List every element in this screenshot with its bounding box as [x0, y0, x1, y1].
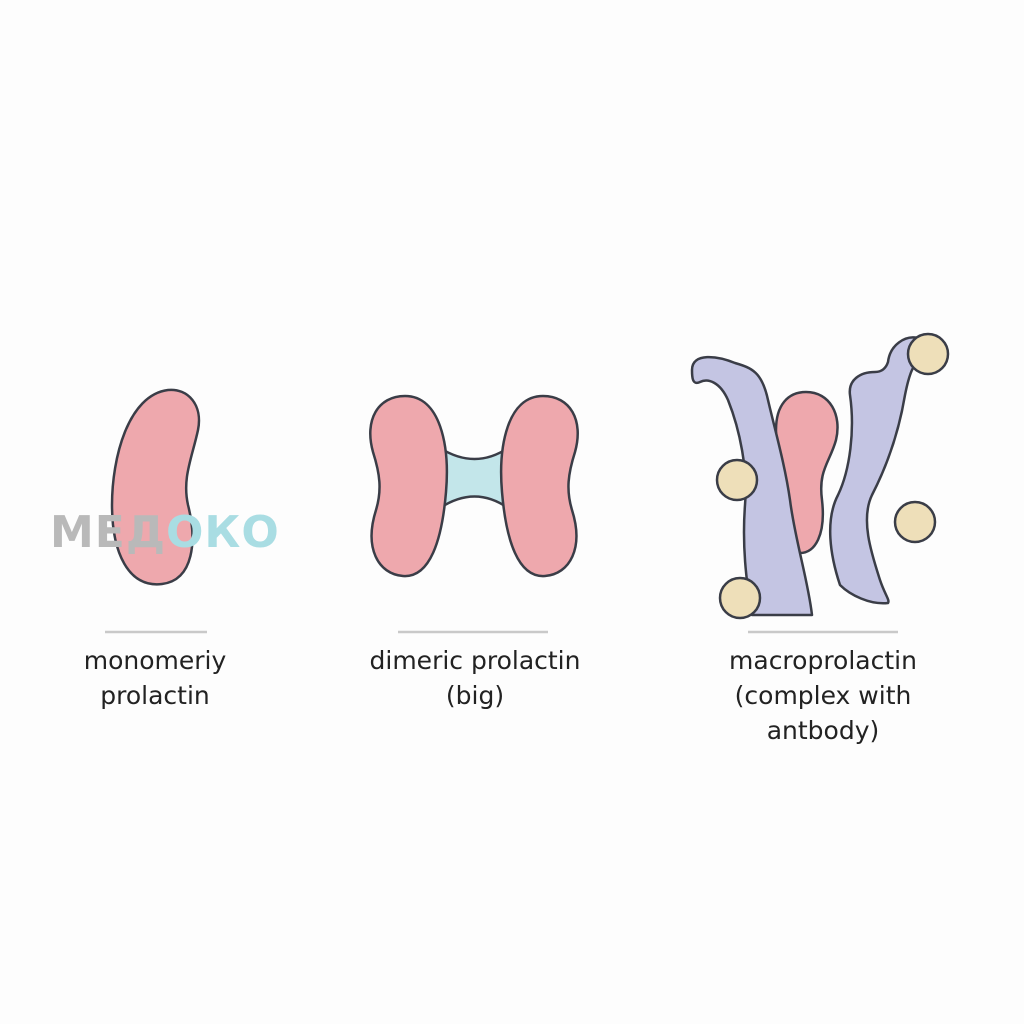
macroprolactin-shape: [690, 332, 950, 620]
monomeric-prolactin-shape: [110, 388, 201, 586]
antibody-right-arm: [828, 336, 922, 605]
label-dimeric-line-2: (big): [445, 681, 505, 710]
complement-bead-left: [715, 458, 759, 502]
label-macro-line-1: macroprolactin: [729, 646, 917, 675]
medoko-watermark: МЕДОКО: [50, 508, 280, 558]
dimer-right-blob: [499, 394, 579, 578]
monomer-blob: [110, 388, 201, 586]
complement-bead-right: [893, 500, 937, 544]
label-monomeric-line-2: prolactin: [100, 681, 210, 710]
complement-bead-top-right: [906, 332, 950, 376]
watermark-part-2: ОКО: [166, 507, 280, 558]
dimer-left-blob: [369, 394, 449, 578]
complement-bead-bottom-left: [718, 576, 762, 620]
label-monomeric-line-1: monomeriy: [83, 646, 227, 675]
label-macro: macroprolactin (complex with antbody): [708, 643, 938, 748]
label-dimeric: dimeric prolactin (big): [355, 643, 595, 713]
label-monomeric: monomeriy prolactin: [55, 643, 255, 713]
dimeric-prolactin-shape: [369, 394, 579, 578]
dimer-linker: [438, 446, 510, 510]
label-macro-line-3: antbody): [766, 716, 880, 745]
label-dimeric-line-1: dimeric prolactin: [369, 646, 581, 675]
label-macro-line-2: (complex with: [734, 681, 912, 710]
watermark-part-1: МЕД: [50, 507, 167, 558]
